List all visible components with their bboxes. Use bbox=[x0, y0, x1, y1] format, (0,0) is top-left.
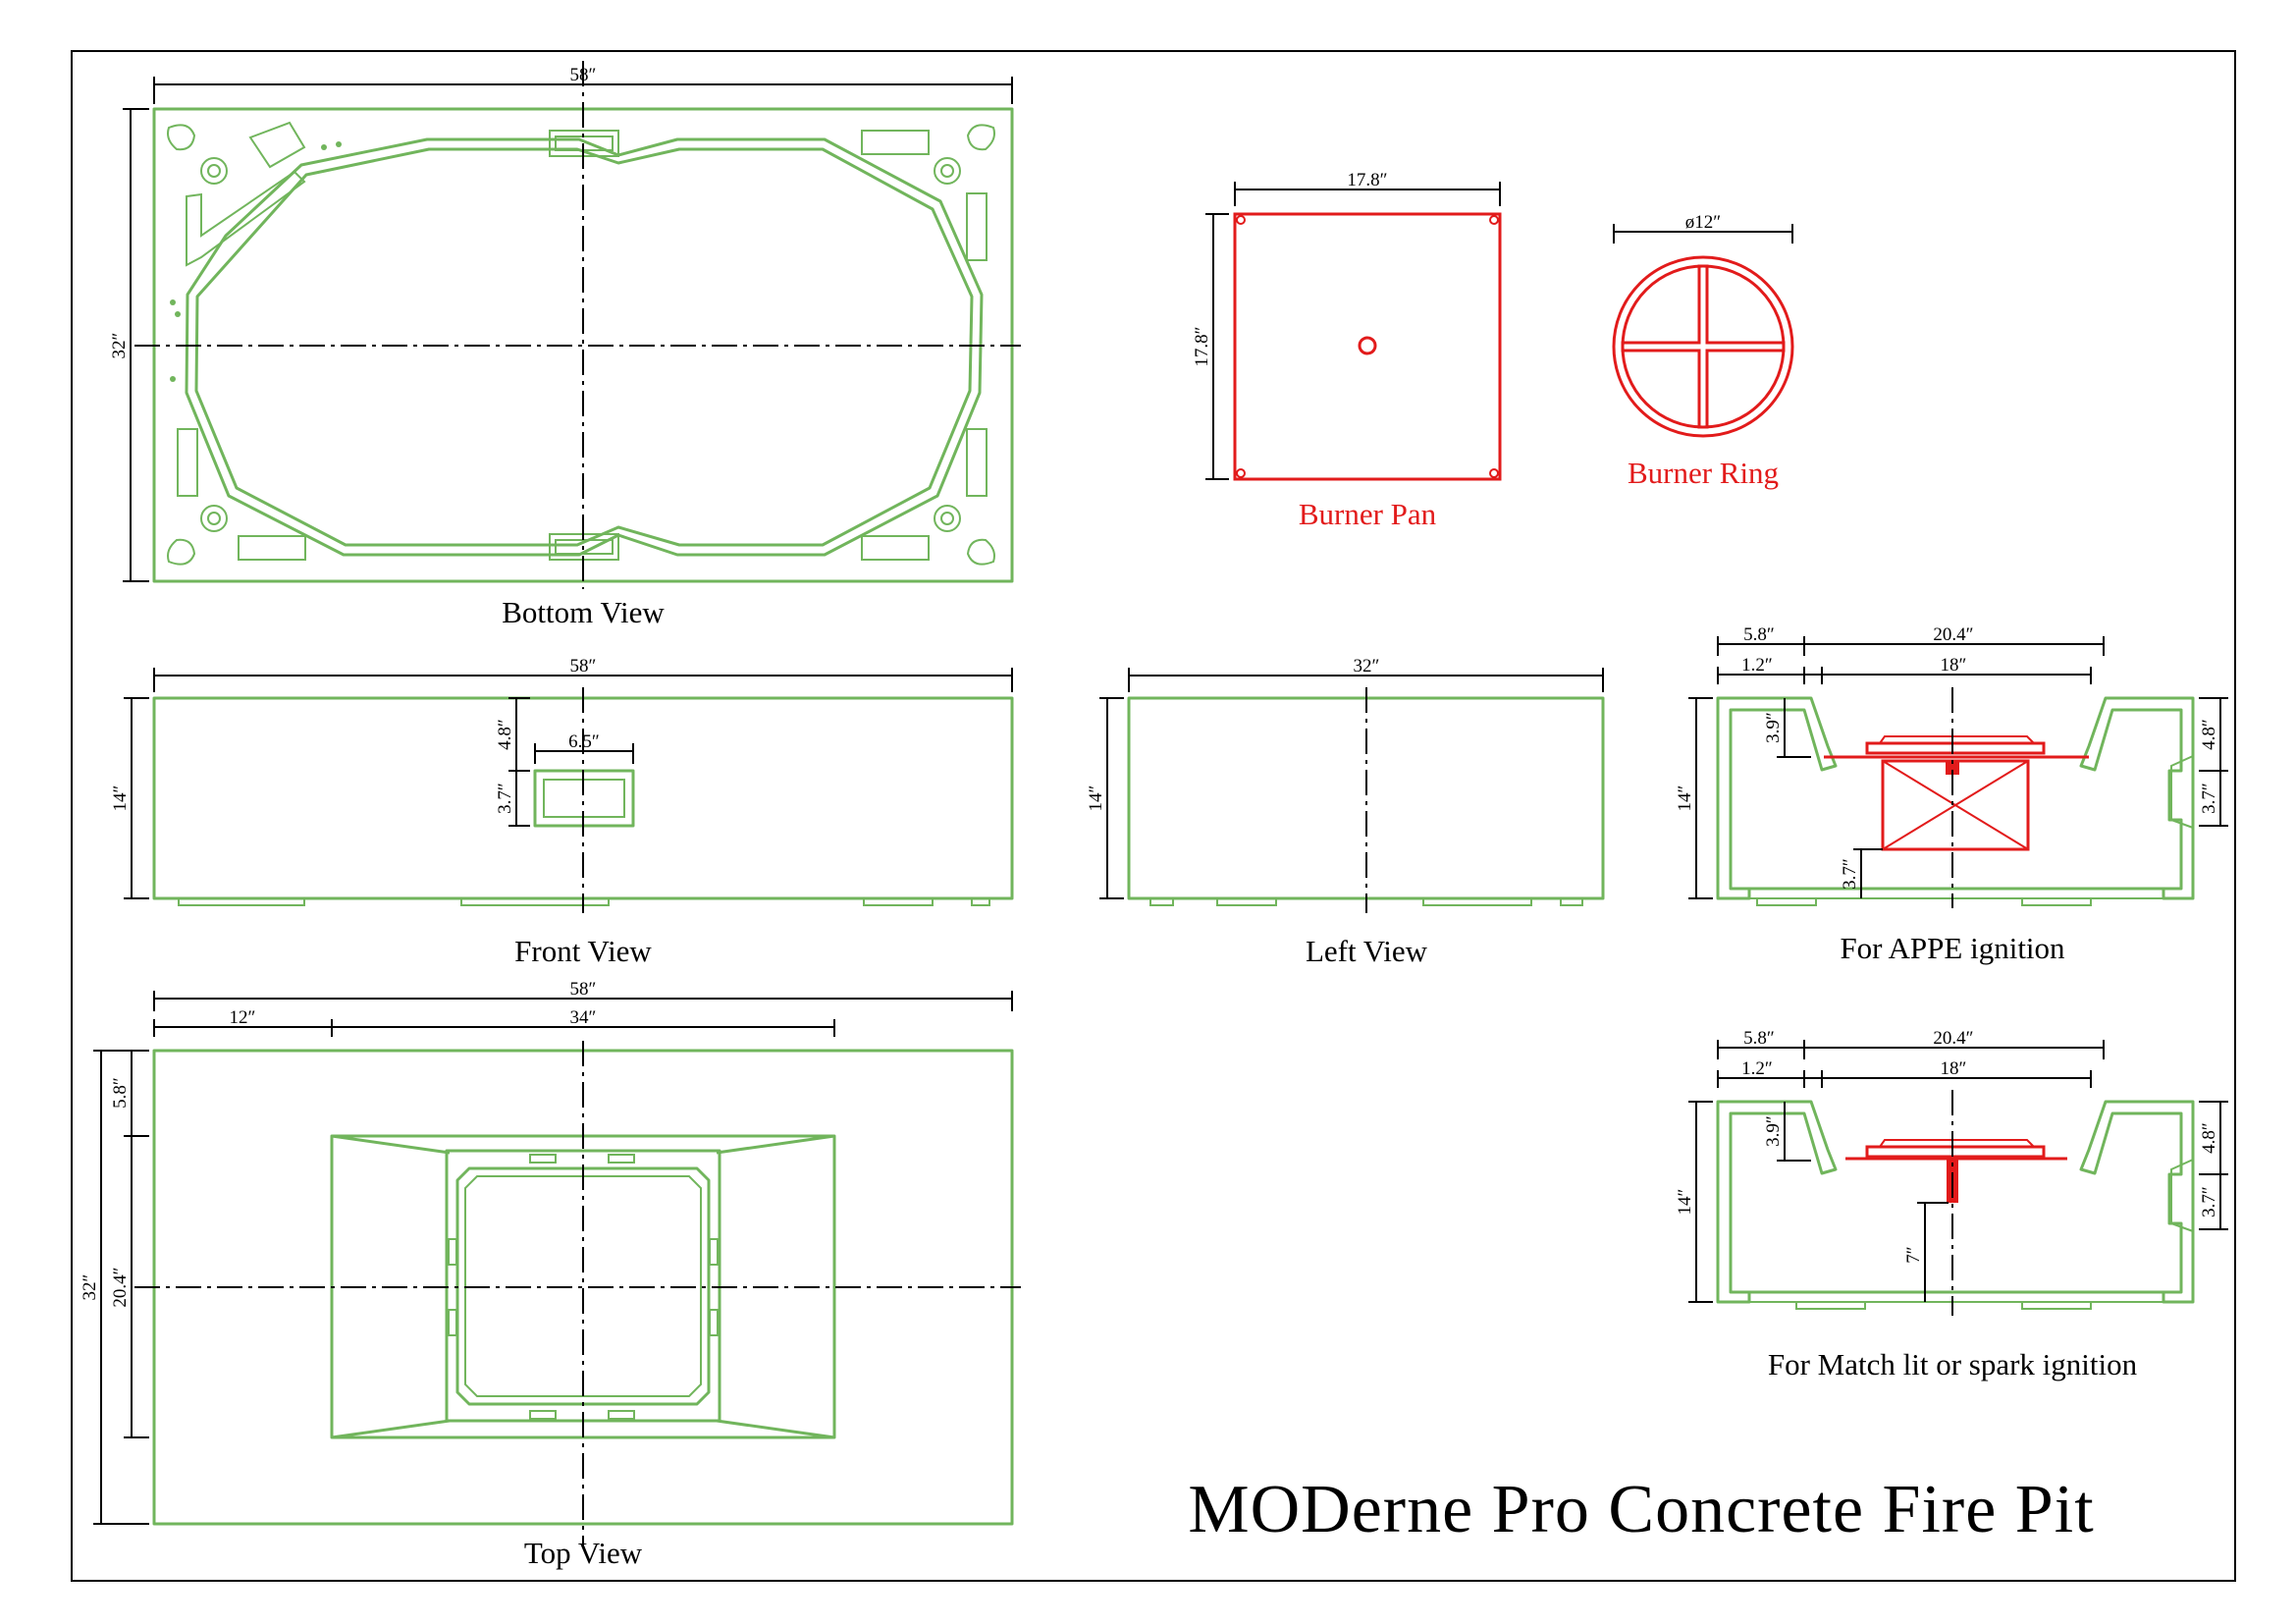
appe-offset-inner-dim: 1.2″ bbox=[1741, 655, 1773, 676]
front-view: 58″ 14″ 6.5″ 4.8″ 3.7″ Front View bbox=[110, 656, 1014, 968]
burner-pan-width-dim: 17.8″ bbox=[1347, 170, 1387, 190]
bottom-view-slot-tr bbox=[861, 130, 930, 155]
burner-ring-label: Burner Ring bbox=[1628, 456, 1779, 490]
burner-ring-inner bbox=[1621, 264, 1786, 429]
match-section-body-right bbox=[2079, 1100, 2195, 1304]
match-section: 5.8″ 20.4″ 1.2″ 18″ 3.9″ 14″ 7″ 4.8″ 3.7… bbox=[1675, 1028, 2228, 1381]
burner-ring-cross bbox=[1621, 264, 1786, 429]
left-view-feet bbox=[1149, 898, 1583, 906]
top-view-inner-height-dim: 20.4″ bbox=[110, 1267, 131, 1307]
front-view-feet bbox=[178, 898, 990, 906]
front-view-label: Front View bbox=[514, 934, 652, 968]
bottom-view-label: Bottom View bbox=[502, 595, 665, 629]
top-view-height-dim: 32″ bbox=[80, 1274, 100, 1301]
appe-section-body-right bbox=[2079, 696, 2195, 900]
appe-height-dim: 14″ bbox=[1675, 785, 1695, 812]
left-view-height-dim: 14″ bbox=[1086, 785, 1106, 812]
bottom-view-bolt-bl bbox=[200, 505, 228, 532]
top-view-width-dim: 58″ bbox=[570, 979, 597, 1000]
left-view-width-dim: 32″ bbox=[1354, 656, 1380, 677]
bottom-view-height-dim: 32″ bbox=[109, 333, 130, 359]
appe-span-outer-dim: 20.4″ bbox=[1933, 624, 1973, 645]
match-depth-dim: 3.9″ bbox=[1763, 1115, 1784, 1147]
sheet-border bbox=[71, 50, 2236, 1582]
match-ignition-label: For Match lit or spark ignition bbox=[1768, 1347, 2138, 1381]
bottom-view-cavity-inner bbox=[194, 147, 974, 547]
front-view-opening-width-dim: 6.5″ bbox=[568, 731, 600, 752]
appe-depth-dim: 3.9″ bbox=[1763, 712, 1784, 743]
burner-pan-outline bbox=[1233, 212, 1502, 481]
top-view: 58″ 12″ 34″ 32″ 5.8″ 20.4″ Top View bbox=[80, 979, 1021, 1570]
left-view: 32″ 14″ Left View bbox=[1086, 656, 1605, 968]
front-view-width-dim: 58″ bbox=[570, 656, 597, 677]
appe-right-opening-dim: 3.7″ bbox=[2199, 783, 2219, 814]
match-burner-ring bbox=[1865, 1145, 2046, 1159]
burner-ring: ø12″ Burner Ring bbox=[1612, 212, 1794, 490]
bottom-view-bolt-br bbox=[934, 505, 961, 532]
top-view-label: Top View bbox=[524, 1536, 643, 1570]
left-view-label: Left View bbox=[1306, 934, 1428, 968]
top-view-inner-width-dim: 34″ bbox=[570, 1007, 597, 1028]
bottom-view: 58″ 32″ Bottom View bbox=[109, 61, 1021, 629]
match-offset-inner-dim: 1.2″ bbox=[1741, 1058, 1773, 1079]
bottom-view-slot-bl bbox=[238, 535, 306, 561]
burner-ring-diameter-dim: ø12″ bbox=[1685, 212, 1721, 233]
bottom-view-bolt-tl bbox=[200, 157, 228, 185]
appe-right-top-dim: 4.8″ bbox=[2199, 719, 2219, 750]
bottom-view-vent bbox=[248, 121, 306, 169]
front-view-opening-height-dim: 3.7″ bbox=[495, 783, 515, 814]
bottom-view-slot-br bbox=[861, 535, 930, 561]
top-view-bowl bbox=[330, 1134, 836, 1439]
appe-section: 5.8″ 20.4″ 1.2″ 18″ 3.9″ 14″ 3.7″ 4.8″ 3… bbox=[1675, 624, 2228, 965]
match-right-opening-dim: 3.7″ bbox=[2199, 1186, 2219, 1218]
burner-pan-inlet bbox=[1358, 336, 1377, 355]
appe-burner-ring bbox=[1865, 741, 2046, 755]
bottom-view-width-dim: 58″ bbox=[570, 65, 597, 85]
burner-pan: 17.8″ 17.8″ Burner Pan bbox=[1192, 170, 1502, 531]
match-span-inner-dim: 18″ bbox=[1941, 1058, 1967, 1079]
burner-pan-height-dim: 17.8″ bbox=[1192, 326, 1212, 366]
appe-inlet bbox=[1946, 760, 1959, 775]
top-view-inner-top-dim: 5.8″ bbox=[110, 1077, 131, 1109]
match-height-dim: 14″ bbox=[1675, 1189, 1695, 1216]
match-pipe-height-dim: 7″ bbox=[1903, 1246, 1924, 1263]
match-offset-outer-dim: 5.8″ bbox=[1743, 1028, 1775, 1049]
bottom-view-handle bbox=[186, 170, 306, 267]
bottom-view-slot-rs bbox=[966, 192, 988, 261]
top-view-offset-dim: 12″ bbox=[230, 1007, 256, 1028]
appe-ignition-label: For APPE ignition bbox=[1840, 931, 2065, 965]
drawing-title: MODerne Pro Concrete Fire Pit bbox=[1188, 1472, 2094, 1547]
front-view-height-dim: 14″ bbox=[110, 785, 131, 812]
match-right-top-dim: 4.8″ bbox=[2199, 1122, 2219, 1154]
match-span-outer-dim: 20.4″ bbox=[1933, 1028, 1973, 1049]
burner-ring-outer bbox=[1612, 255, 1794, 438]
appe-bottom-gap-dim: 3.7″ bbox=[1840, 858, 1860, 890]
appe-offset-outer-dim: 5.8″ bbox=[1743, 624, 1775, 645]
front-view-opening-top-dim: 4.8″ bbox=[495, 719, 515, 750]
appe-span-inner-dim: 18″ bbox=[1941, 655, 1967, 676]
burner-pan-label: Burner Pan bbox=[1299, 497, 1437, 531]
bottom-view-bolt-tr bbox=[934, 157, 961, 185]
bottom-view-slot-ls bbox=[177, 428, 198, 497]
bottom-view-cavity bbox=[185, 137, 984, 557]
bottom-view-foot bbox=[167, 124, 196, 151]
